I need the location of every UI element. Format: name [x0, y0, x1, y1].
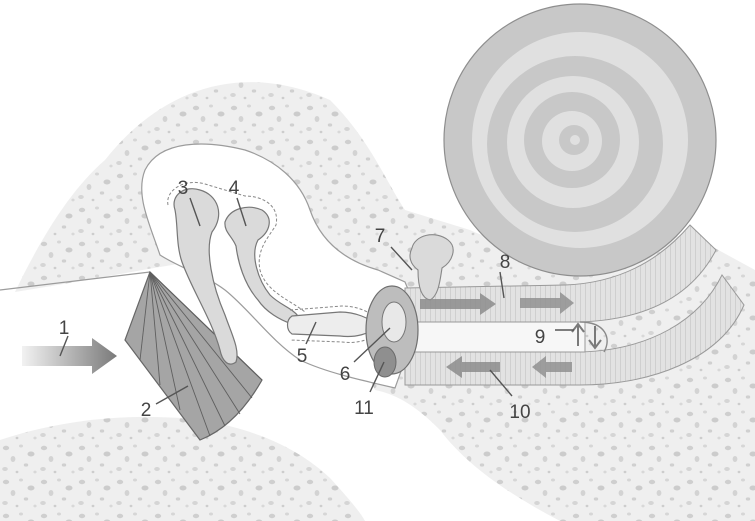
label-10: 10	[509, 402, 530, 423]
basilar-partition	[405, 322, 585, 352]
label-9: 9	[535, 327, 546, 348]
label-8: 8	[500, 252, 511, 273]
label-11: 11	[354, 398, 374, 419]
label-1: 1	[59, 318, 70, 339]
label-2: 2	[141, 400, 152, 421]
sound-wave-arrow	[22, 338, 117, 374]
label-3: 3	[178, 178, 189, 199]
label-5: 5	[297, 346, 308, 367]
label-7: 7	[375, 226, 386, 247]
label-4: 4	[229, 178, 240, 199]
oval-window	[382, 302, 406, 342]
bone-lower	[0, 417, 365, 521]
label-6: 6	[340, 364, 351, 385]
round-window	[374, 347, 396, 377]
cochlea	[444, 4, 716, 276]
